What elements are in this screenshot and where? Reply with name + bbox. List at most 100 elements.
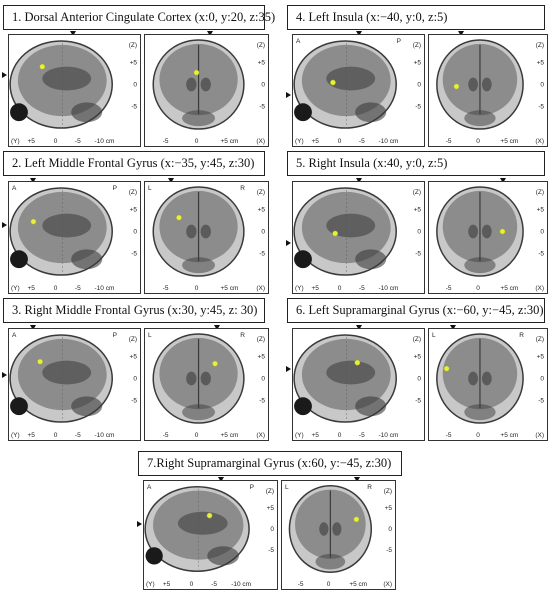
z-axis-label: (Z) <box>536 336 544 343</box>
y-tick-label: 0 <box>338 432 342 439</box>
z-tick-label: 0 <box>270 526 274 533</box>
z-tick-label: +5 <box>258 60 266 67</box>
activation-spot <box>353 516 360 523</box>
section-title-2: 2. Left Middle Frontal Gyrus (x:−35, y:4… <box>3 151 265 176</box>
position-marker-top <box>356 178 362 183</box>
brainstem-region <box>182 110 216 127</box>
x-tick-label: 0 <box>476 285 480 292</box>
y-axis-label: (Y) <box>11 138 20 145</box>
ventricle-region <box>481 224 492 239</box>
position-marker-top <box>207 31 213 36</box>
z-tick-label: -5 <box>538 397 544 404</box>
z-tick-label: +5 <box>414 207 422 214</box>
z-axis-label: (Z) <box>129 336 137 343</box>
z-tick-label: -5 <box>415 397 421 404</box>
z-axis-label: (Z) <box>413 42 421 49</box>
position-marker-top <box>70 31 76 36</box>
ventricle-region <box>326 360 376 385</box>
ventricle-region <box>200 371 211 386</box>
eye-region <box>294 250 312 269</box>
orientation-label-right: R <box>240 332 245 339</box>
brainstem-region <box>315 553 346 570</box>
x-tick-label: 0 <box>476 432 480 439</box>
z-tick-label: 0 <box>540 229 544 236</box>
x-tick-label: -5 <box>163 285 169 292</box>
ventricle-region <box>186 224 197 239</box>
ventricle-region <box>200 224 211 239</box>
z-tick-label: -5 <box>259 397 265 404</box>
y-tick-label: -10 cm <box>95 285 115 292</box>
section-title-1: 1. Dorsal Anterior Cingulate Cortex (x:0… <box>3 5 275 30</box>
ventricle-region <box>468 371 478 386</box>
brainstem-region <box>182 257 216 274</box>
activation-spot <box>30 218 37 225</box>
section-title-5: 5. Right Insula (x:40, y:0, z:5) <box>287 151 545 176</box>
cerebellum-region <box>71 396 103 417</box>
x-tick-label: +5 cm <box>500 285 518 292</box>
z-tick-label: 0 <box>388 526 392 533</box>
x-tick-label: 0 <box>195 285 199 292</box>
z-tick-label: -5 <box>131 250 137 257</box>
x-tick-label: +5 cm <box>221 138 239 145</box>
x-tick-label: +5 cm <box>500 138 518 145</box>
activation-spot <box>193 69 200 76</box>
ventricle-region <box>332 522 342 536</box>
y-tick-label: +5 <box>27 138 35 145</box>
y-tick-label: -5 <box>359 285 365 292</box>
z-tick-label: +5 <box>130 207 138 214</box>
activation-spot <box>37 358 43 365</box>
z-tick-label: 0 <box>261 229 265 236</box>
activation-spot <box>354 359 361 366</box>
y-tick-label: +5 <box>163 581 171 588</box>
y-axis-label: (Y) <box>11 285 20 292</box>
z-tick-label: +5 <box>130 354 138 361</box>
y-tick-label: +5 <box>311 285 319 292</box>
orientation-label-right: P <box>397 38 401 45</box>
z-tick-label: -5 <box>259 250 265 257</box>
z-tick-label: +5 <box>537 60 545 67</box>
x-tick-label: +5 cm <box>221 432 239 439</box>
activation-spot <box>206 512 213 519</box>
z-tick-label: +5 <box>537 354 545 361</box>
z-axis-label: (Z) <box>129 42 137 49</box>
x-tick-label: -5 <box>163 138 169 145</box>
z-axis-label: (Z) <box>266 488 274 495</box>
y-tick-label: +5 <box>27 285 35 292</box>
x-tick-label: -5 <box>446 432 452 439</box>
ventricle-region <box>319 522 329 536</box>
y-tick-label: 0 <box>190 581 194 588</box>
z-tick-label: -5 <box>131 397 137 404</box>
ventricle-region <box>42 66 92 91</box>
position-marker-left <box>286 92 291 98</box>
position-marker-top <box>218 477 224 482</box>
orientation-label-right: R <box>367 484 372 491</box>
ventricle-region <box>177 511 228 535</box>
ventricle-region <box>481 371 492 386</box>
orientation-label-right: P <box>113 185 117 192</box>
activation-spot <box>212 360 218 367</box>
brainstem-region <box>464 404 496 421</box>
eye-region <box>294 397 312 416</box>
y-tick-label: +5 <box>311 138 319 145</box>
eye-region <box>145 547 163 565</box>
position-marker-top <box>354 477 360 482</box>
eye-region <box>10 103 28 122</box>
cerebellum-region <box>71 249 103 270</box>
y-tick-label: -10 cm <box>95 432 115 439</box>
section-title-3: 3. Right Middle Frontal Gyrus (x:30, y:4… <box>3 298 265 323</box>
ventricle-region <box>326 213 376 238</box>
activation-spot <box>39 63 46 70</box>
y-axis-label: (Y) <box>295 432 304 439</box>
z-tick-label: -5 <box>415 103 421 110</box>
y-axis-label: (Y) <box>295 285 304 292</box>
orientation-label-left: L <box>148 332 152 339</box>
ventricle-region <box>186 371 197 386</box>
position-marker-left <box>2 372 7 378</box>
